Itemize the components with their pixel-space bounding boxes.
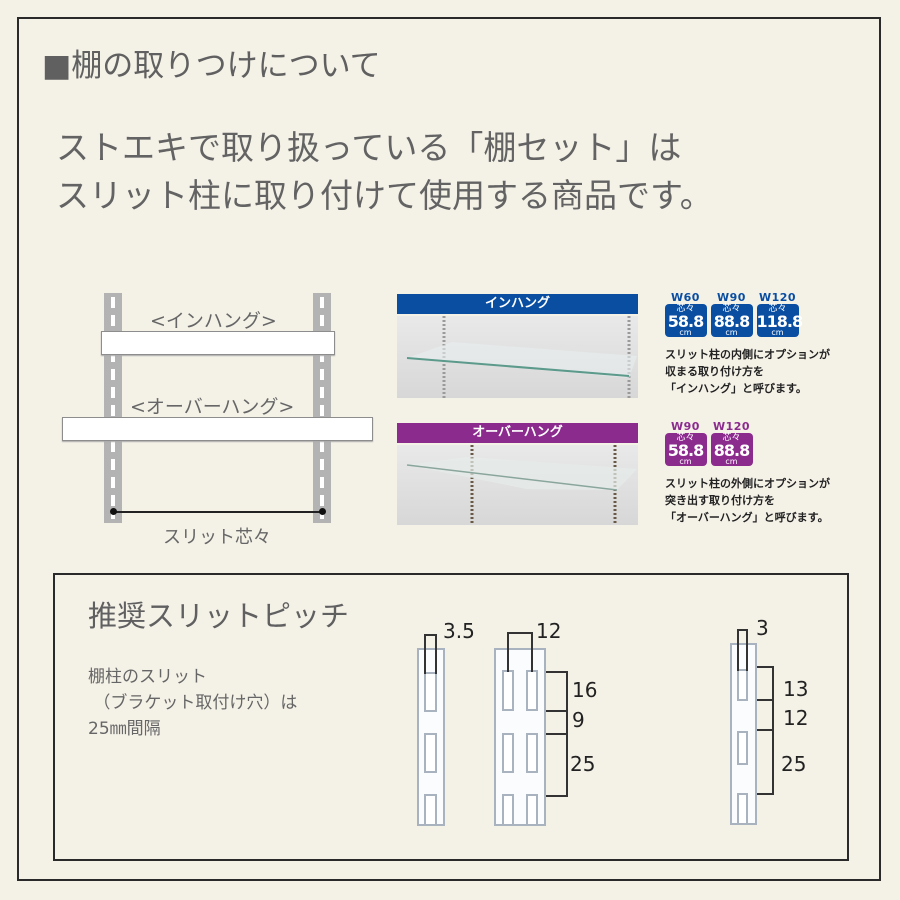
slit-center-line [113, 511, 323, 513]
lead-line-2: スリット柱に取り付けて使用する商品です。 [56, 176, 713, 215]
note-line: 突き出す取り付け方を [665, 494, 775, 507]
badge-value: 88.8 [713, 441, 750, 460]
pitch-description: 棚柱のスリット （ブラケット取付け穴）は 25㎜間隔 [88, 667, 298, 739]
narrow-dim-3: 25 [781, 752, 807, 776]
lead-text: ストエキで取り扱っている「棚セット」は スリット柱に取り付けて使用する商品です。 [56, 124, 713, 220]
slit-post-left [104, 293, 122, 523]
badge-width: W120 [712, 420, 751, 433]
inhang-shelf [101, 331, 335, 355]
badge-width: W90 [671, 420, 700, 433]
badge-value: 58.8 [667, 312, 704, 331]
badge-width: W60 [671, 291, 700, 304]
single-slit-width: 3.5 [443, 619, 475, 643]
badge-unit: cm [679, 328, 692, 337]
badge-width: W120 [758, 291, 797, 304]
pitch-title: 推奨スリットピッチ [88, 599, 350, 633]
narrow-slit-width: 3 [756, 616, 769, 640]
overhang-note: スリット柱の外側にオプションが 突き出す取り付け方を 「オーバーハング」と呼びま… [665, 475, 830, 526]
slit-center-label: スリット芯々 [163, 527, 271, 548]
double-dim-3: 25 [570, 752, 596, 776]
double-dim-1: 16 [572, 678, 598, 702]
page-title: ■棚の取りつけについて [42, 48, 381, 84]
narrow-dim-2: 12 [783, 706, 809, 730]
badge-unit: cm [725, 457, 738, 466]
note-line: 「インハング」と呼びます。 [665, 382, 807, 395]
inhang-diagram-label: <インハング> [150, 310, 277, 332]
pitch-section [53, 573, 849, 861]
badge-value: 88.8 [713, 312, 750, 331]
inhang-note: スリット柱の内側にオプションが 収まる取り付け方を 「インハング」と呼びます。 [665, 346, 830, 397]
slit-center-dot-left [110, 508, 117, 515]
inhang-shelf-image-icon [406, 316, 637, 398]
badge-kanji: 芯々 [676, 304, 695, 314]
badge-kanji: 芯々 [676, 433, 695, 443]
inhang-banner: インハング [397, 294, 638, 314]
badge-kanji: 芯々 [768, 304, 787, 314]
note-line: スリット柱の外側にオプションが [665, 477, 830, 490]
note-line: 収まる取り付け方を [665, 365, 764, 378]
slit-post-right [313, 293, 331, 523]
badge-value: 58.8 [667, 441, 704, 460]
overhang-photo [397, 445, 638, 525]
badge-kanji: 芯々 [722, 304, 741, 314]
outer-frame [17, 17, 881, 881]
narrow-dim-1: 13 [783, 677, 809, 701]
badge-unit: cm [679, 457, 692, 466]
double-slit-width: 12 [536, 619, 562, 643]
badge-unit: cm [725, 328, 738, 337]
slit-center-dot-right [319, 508, 326, 515]
note-line: 「オーバーハング」と呼びます。 [665, 511, 829, 524]
overhang-diagram-label: <オーバーハング> [130, 396, 295, 418]
lead-line-1: ストエキで取り扱っている「棚セット」は [56, 128, 682, 167]
overhang-shelf-image-icon [406, 445, 637, 525]
overhang-shelf [62, 417, 373, 441]
double-dim-2: 9 [572, 708, 585, 732]
overhang-banner: オーバーハング [397, 423, 638, 443]
badge-value: 118.8 [756, 312, 804, 331]
note-line: スリット柱の内側にオプションが [665, 348, 830, 361]
badge-kanji: 芯々 [722, 433, 741, 443]
badge-unit: cm [771, 328, 784, 337]
badge-width: W90 [717, 291, 746, 304]
inhang-photo [397, 316, 638, 398]
